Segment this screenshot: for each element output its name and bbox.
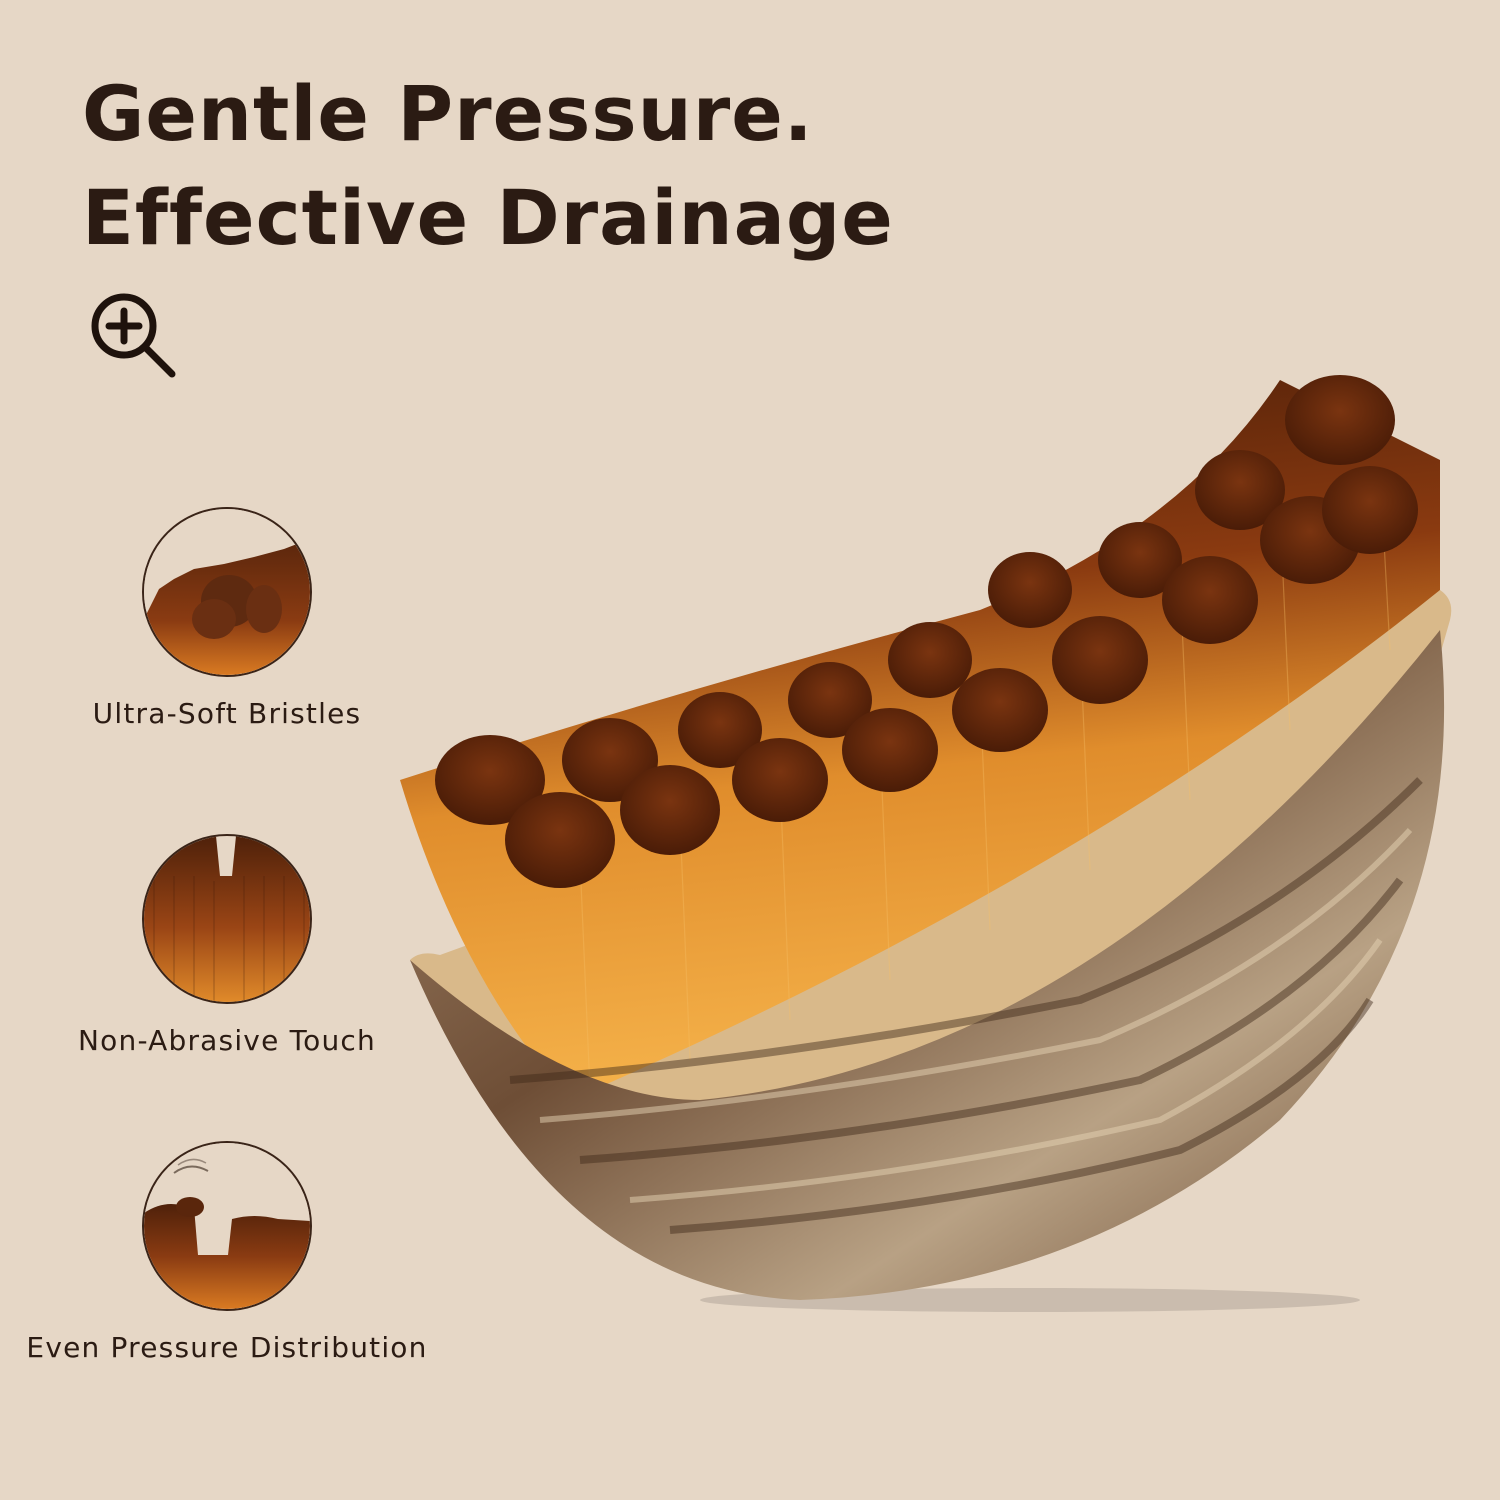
feature-label: Non-Abrasive Touch (78, 1024, 376, 1057)
feature-label: Ultra-Soft Bristles (92, 697, 362, 730)
bristle-split-icon (142, 834, 312, 1004)
headline-line-1: Gentle Pressure. (82, 69, 814, 158)
brush-product-image (380, 360, 1480, 1340)
headline-line-2: Effective Drainage (82, 173, 894, 262)
feature-label: Even Pressure Distribution (26, 1331, 428, 1364)
bristle-closeup-icon (142, 507, 312, 677)
zoom-in-icon[interactable] (88, 292, 180, 380)
feature-even-pressure: Even Pressure Distribution (17, 1141, 437, 1364)
feature-non-abrasive: Non-Abrasive Touch (17, 834, 437, 1057)
pressure-tufts-icon (142, 1141, 312, 1311)
feature-ultra-soft: Ultra-Soft Bristles (17, 507, 437, 730)
headline: Gentle Pressure. Effective Drainage (82, 62, 894, 270)
